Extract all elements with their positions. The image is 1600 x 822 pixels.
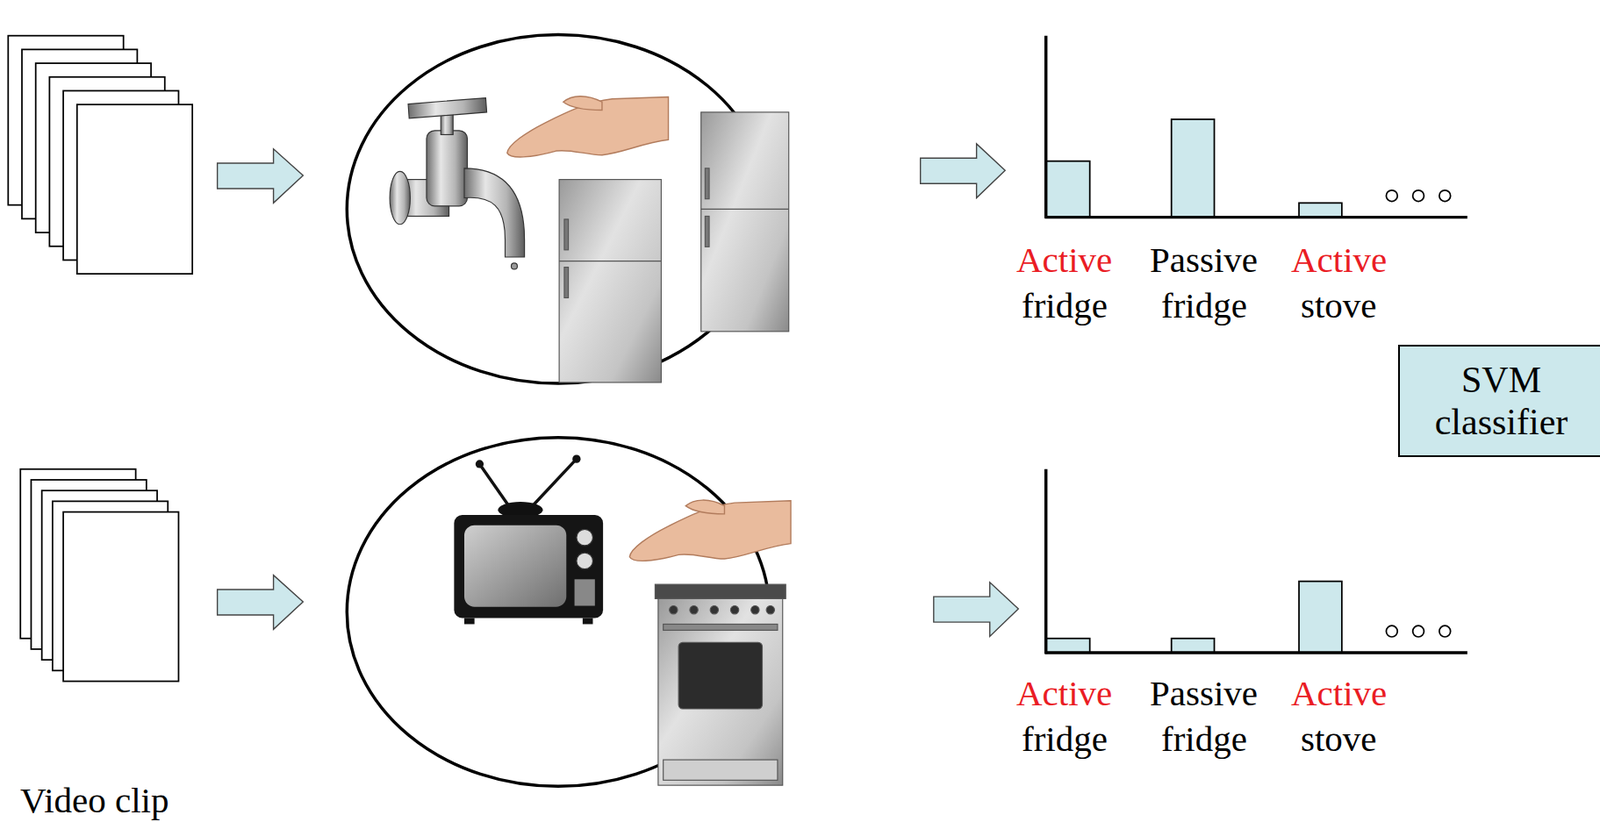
fridge-picture [559, 179, 661, 383]
tv-picture [574, 579, 596, 606]
histogram [1045, 215, 1468, 219]
stove-picture [669, 606, 678, 615]
video-frames [63, 512, 179, 682]
fridge-picture [559, 179, 661, 383]
stove-picture [654, 584, 786, 599]
stove-picture [678, 642, 762, 710]
object-word: fridge [1021, 719, 1108, 760]
hand-picture [563, 96, 603, 111]
hand-picture [629, 500, 791, 561]
tv-picture [576, 529, 594, 546]
histogram [1171, 119, 1215, 218]
stove-picture [654, 584, 786, 786]
faucet-picture [408, 98, 488, 119]
tv-picture [453, 454, 603, 625]
object-word: fridge [1161, 719, 1248, 760]
stove-picture [766, 606, 775, 615]
tv-picture [475, 459, 484, 468]
histogram [1413, 625, 1425, 638]
tv-picture [530, 459, 577, 509]
stove-picture [663, 760, 778, 781]
object-word: stove [1300, 286, 1378, 326]
faucet-picture [464, 168, 525, 258]
fridge-picture [704, 168, 710, 200]
state-word: Passive [1149, 674, 1258, 714]
stove-picture [658, 598, 783, 786]
video-frames [77, 104, 193, 274]
video-frames [20, 469, 179, 682]
block-arrow [920, 143, 1005, 199]
tv-picture [453, 515, 603, 618]
object-word: fridge [1161, 286, 1248, 326]
histogram [1045, 651, 1468, 654]
state-word: Active [1016, 674, 1113, 714]
histogram [1045, 35, 1468, 219]
block-arrow [217, 575, 304, 631]
state-word: Passive [1149, 240, 1258, 280]
histogram [1439, 625, 1451, 638]
histogram [1385, 625, 1398, 638]
block-arrow [933, 582, 1019, 638]
object-word: fridge [1021, 286, 1108, 326]
fridge-picture [564, 267, 569, 299]
stove-picture [710, 606, 718, 615]
stove-picture [689, 606, 698, 615]
histogram [1413, 190, 1425, 202]
histogram [1171, 638, 1215, 653]
fridge-picture [701, 208, 790, 210]
histogram [1044, 35, 1048, 219]
fridge-picture [701, 112, 790, 332]
stove-picture [663, 624, 778, 631]
hand-picture [507, 96, 669, 158]
state-word: Active [1291, 674, 1387, 714]
faucet-picture [510, 263, 517, 270]
hand-picture [629, 501, 791, 562]
fridge-picture [564, 219, 569, 251]
histogram [1046, 638, 1091, 653]
block-arrow [217, 143, 1019, 638]
object-word: stove [1300, 719, 1378, 760]
tv-picture [576, 552, 594, 570]
tv-picture [572, 454, 581, 463]
histogram [1045, 469, 1468, 654]
node-text: SVM classifier [1399, 358, 1600, 445]
histogram [1439, 190, 1451, 202]
histogram [1385, 190, 1398, 202]
tv-picture [582, 617, 594, 625]
input-caption: Video clip [20, 781, 169, 821]
faucet-picture [426, 130, 468, 207]
tv-picture [464, 617, 475, 625]
faucet-picture [389, 98, 524, 270]
block-arrow [217, 149, 304, 204]
histogram [1044, 469, 1048, 654]
histogram [1298, 581, 1342, 653]
video-frames [7, 35, 193, 274]
hand-picture [507, 96, 669, 158]
stove-picture [730, 606, 739, 615]
tv-picture [479, 464, 510, 509]
stove-picture [751, 606, 760, 615]
faucet-picture [389, 171, 410, 224]
hand-picture [685, 500, 725, 515]
tv-picture [464, 525, 567, 608]
fridge-picture [701, 112, 790, 332]
state-word: Active [1016, 240, 1113, 280]
fridge-picture [704, 215, 710, 247]
fridge-picture [559, 260, 661, 262]
classifier-box: SVM classifier [1398, 344, 1600, 458]
histogram [1046, 161, 1091, 218]
state-word: Active [1291, 240, 1387, 280]
histogram [1298, 202, 1342, 217]
